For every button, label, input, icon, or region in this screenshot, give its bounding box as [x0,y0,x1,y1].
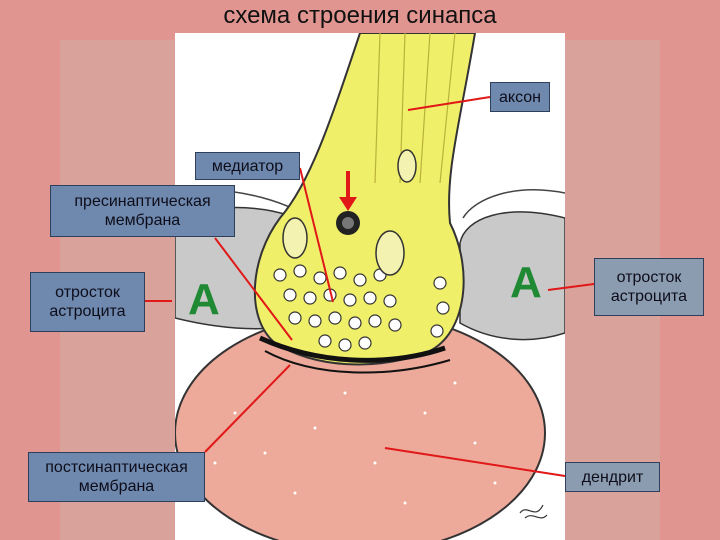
astrocyte-marker-right: А [510,258,542,308]
astrocyte-marker-left: А [188,275,220,325]
label-axon: аксон [490,82,550,112]
label-postsynaptic-membrane: постсинаптическая мембрана [28,452,205,502]
label-dendrite: дендрит [565,462,660,492]
label-presynaptic-membrane: пресинаптическая мембрана [50,185,235,237]
slide-title: схема строения синапса [0,2,720,30]
label-mediator: медиатор [195,152,300,180]
label-astrocyte-process-left: отросток астроцита [30,272,145,332]
label-astrocyte-process-right: отросток астроцита [594,258,704,316]
